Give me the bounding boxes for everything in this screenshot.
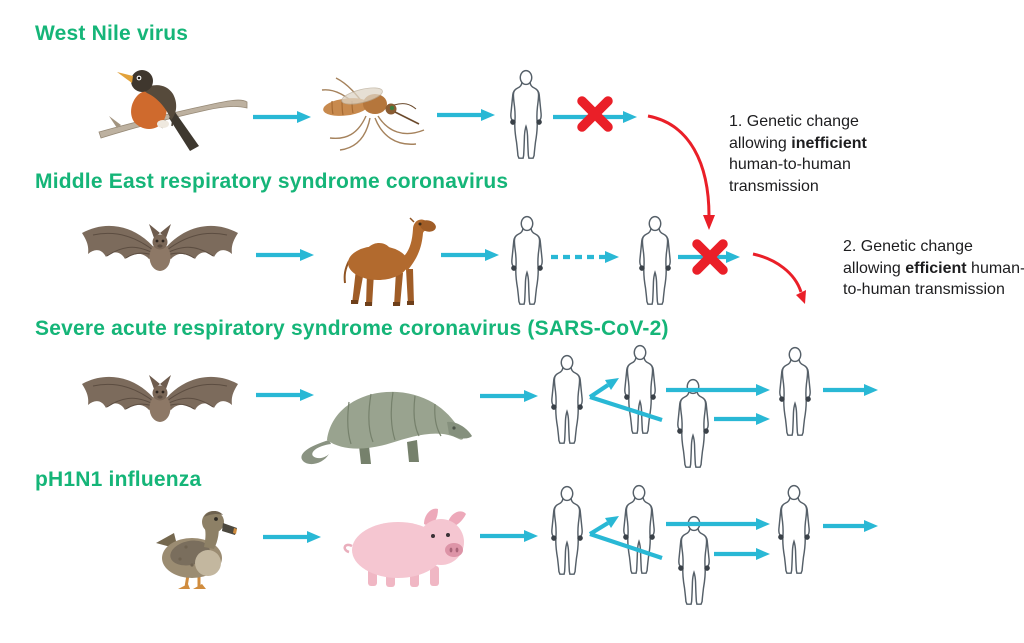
transmission-arrow-icon bbox=[253, 111, 311, 123]
transmission-arrow-icon bbox=[263, 531, 321, 543]
bird-icon bbox=[98, 70, 248, 151]
red-cross-icon bbox=[577, 96, 613, 132]
bat-icon bbox=[77, 368, 243, 434]
transmission-arrow-icon bbox=[437, 109, 495, 121]
annotation-2-lead: 2. Genetic change allowing bbox=[843, 238, 973, 277]
row-title-mers-coronavirus: Middle East respiratory syndrome coronav… bbox=[35, 170, 509, 193]
transmission-arrow-icon bbox=[256, 389, 314, 401]
transmission-arrow-icon bbox=[256, 249, 314, 261]
pig-icon bbox=[343, 508, 466, 587]
mosquito-icon bbox=[321, 77, 425, 151]
annotation-2: 2. Genetic change allowing efficient hum… bbox=[843, 236, 1024, 301]
red-cross-icon bbox=[692, 239, 728, 275]
bat-icon bbox=[77, 217, 243, 283]
annotation-1-rest: human-to-human transmission bbox=[729, 156, 851, 195]
red-curved-arrow-icon bbox=[752, 252, 806, 304]
row-title-ph1n1-influenza: pH1N1 influenza bbox=[35, 468, 202, 491]
transmission-arrow-icon bbox=[441, 249, 499, 261]
annotation-1-emphasis: inefficient bbox=[791, 134, 867, 152]
annotation-1: 1. Genetic change allowing inefficient h… bbox=[729, 111, 919, 197]
human-to-human-spread-arrows bbox=[480, 516, 878, 560]
human-figure-icon bbox=[507, 214, 547, 308]
camel-icon bbox=[343, 217, 436, 306]
duck-icon bbox=[156, 511, 237, 589]
red-curved-arrow-icon bbox=[647, 114, 715, 230]
human-figure-icon bbox=[506, 68, 546, 162]
dashed-transmission-arrow-icon bbox=[551, 251, 619, 263]
row-title-sars-cov-2: Severe acute respiratory syndrome corona… bbox=[35, 317, 669, 340]
pangolin-icon bbox=[301, 391, 472, 465]
transmission-arrow-icon bbox=[678, 251, 740, 263]
row-title-west-nile-virus: West Nile virus bbox=[35, 22, 189, 45]
annotation-1-lead: 1. Genetic change allowing bbox=[729, 113, 859, 152]
human-figure-icon bbox=[635, 214, 675, 308]
human-to-human-spread-arrows bbox=[480, 378, 878, 425]
annotation-2-emphasis: efficient bbox=[905, 259, 967, 277]
annotation-2-rest: human-to-human transmission bbox=[843, 259, 1024, 299]
